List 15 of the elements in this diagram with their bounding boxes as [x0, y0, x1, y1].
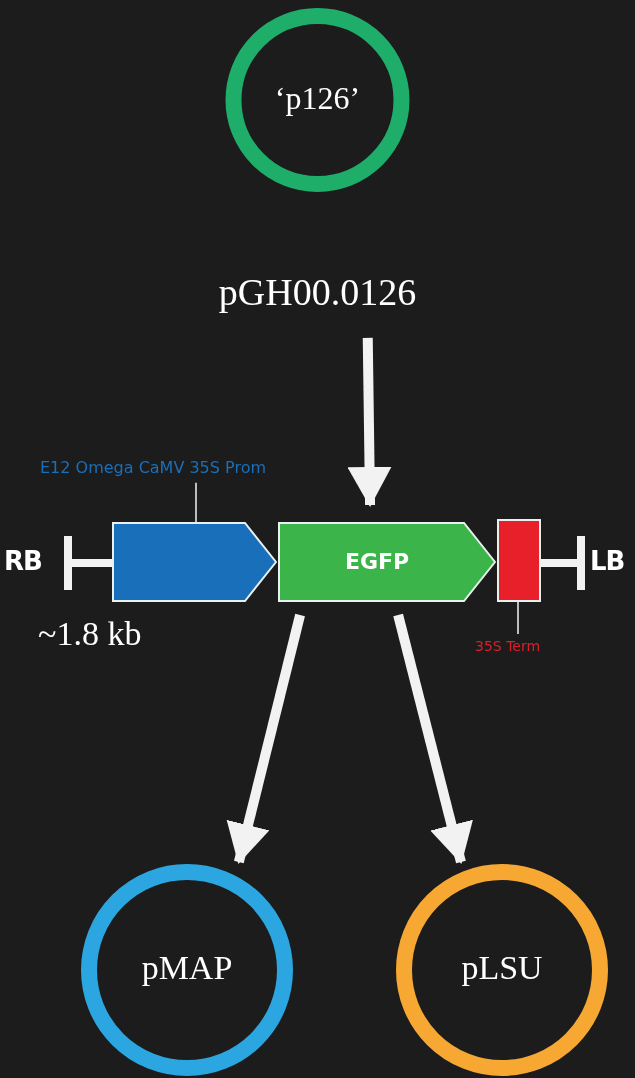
border-label: RB	[4, 545, 42, 577]
plasmid-id: pGH00.0126	[217, 270, 418, 314]
arrow	[347, 337, 392, 507]
arrow	[226, 613, 305, 864]
border-label: LB	[590, 545, 625, 577]
plasmid-name: pLSU	[460, 948, 544, 988]
arrow	[393, 613, 473, 864]
size-label: ~1.8 kb	[38, 614, 142, 654]
part-label: E12 Omega CaMV 35S Prom	[40, 457, 267, 479]
leader-line	[517, 601, 519, 635]
plasmid-name: pMAP	[140, 948, 234, 988]
plasmid-name: ‘p126’	[273, 79, 362, 118]
part-label: 35S Term	[475, 637, 542, 656]
leader-line	[195, 482, 197, 523]
gene-name: EGFP	[343, 548, 411, 576]
